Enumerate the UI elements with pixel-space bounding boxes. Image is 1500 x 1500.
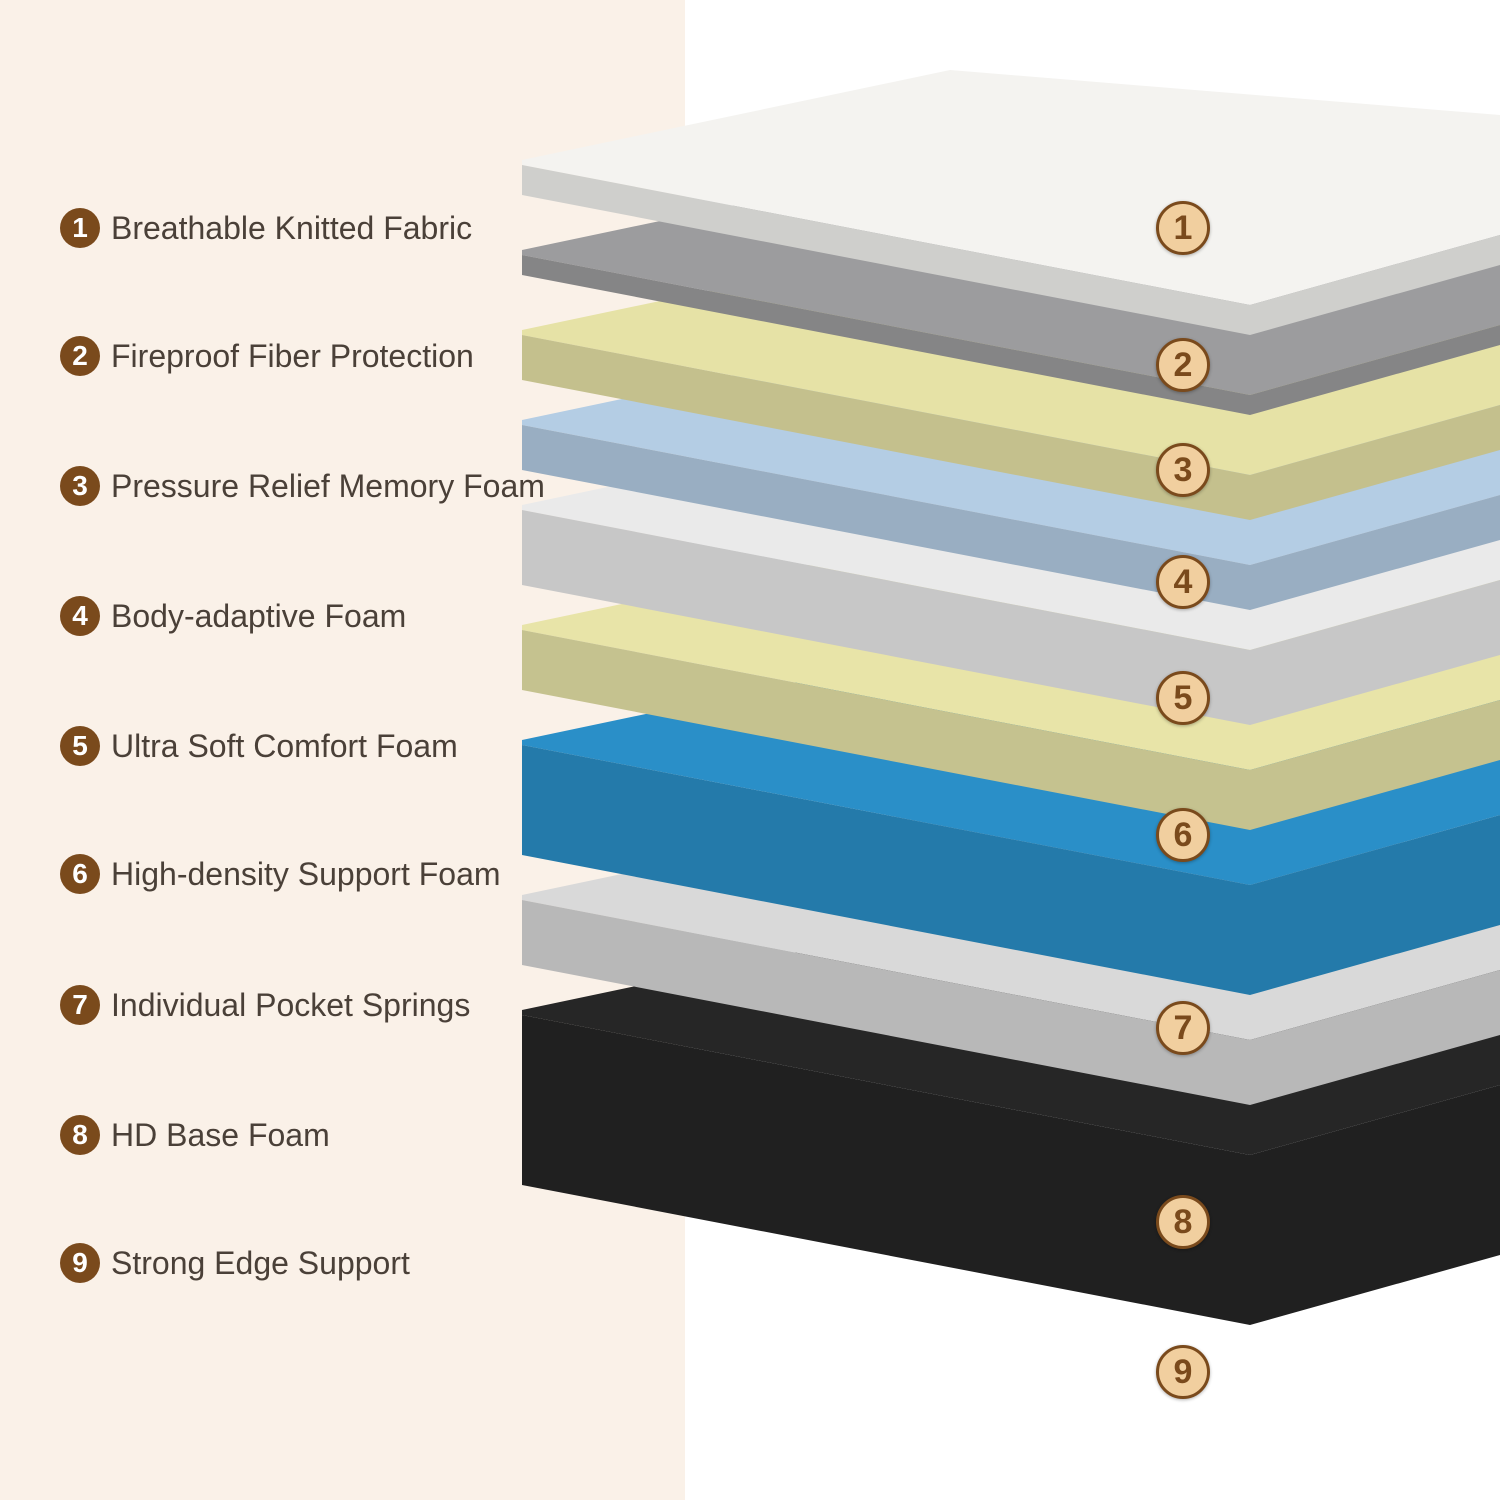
layer-label: 4 Body-adaptive Foam	[60, 596, 406, 636]
layer-label: 7 Individual Pocket Springs	[60, 985, 470, 1025]
layer-side-face	[522, 900, 1500, 1105]
layer-1	[522, 70, 1500, 335]
layer-label: 3 Pressure Relief Memory Foam	[60, 466, 545, 506]
number-badge-icon: 7	[60, 985, 100, 1025]
layer-label-text: Strong Edge Support	[111, 1244, 410, 1281]
number-badge-icon: 9	[60, 1243, 100, 1283]
layer-label-text: Pressure Relief Memory Foam	[111, 467, 545, 504]
layer-side-face	[522, 425, 1500, 610]
layer-label-text: Body-adaptive Foam	[111, 597, 407, 634]
layer-number-badge: 7	[1156, 1001, 1210, 1055]
number-badge-icon: 1	[60, 208, 100, 248]
layer-number-badge: 9	[1156, 1345, 1210, 1399]
layer-label-text: Breathable Knitted Fabric	[111, 209, 473, 246]
layer-side-face	[522, 335, 1500, 520]
layer-label: 5 Ultra Soft Comfort Foam	[60, 726, 458, 766]
layer-number-badge: 2	[1156, 338, 1210, 392]
layer-label: 1 Breathable Knitted Fabric	[60, 208, 472, 248]
number-badge-icon: 3	[60, 466, 100, 506]
layer-side-face	[522, 510, 1500, 725]
layer-number-badge: 4	[1156, 555, 1210, 609]
layer-label-text: HD Base Foam	[111, 1116, 330, 1153]
layer-label-text: Ultra Soft Comfort Foam	[111, 727, 458, 764]
number-badge-icon: 8	[60, 1115, 100, 1155]
layer-side-face	[522, 745, 1500, 995]
layer-label: 2 Fireproof Fiber Protection	[60, 336, 474, 376]
layer-label-text: High-density Support Foam	[111, 855, 501, 892]
layer-side-face	[522, 1015, 1500, 1325]
layer-label: 6 High-density Support Foam	[60, 854, 501, 894]
layer-label-text: Individual Pocket Springs	[111, 986, 471, 1023]
layer-label-text: Fireproof Fiber Protection	[111, 337, 474, 374]
number-badge-icon: 4	[60, 596, 100, 636]
layer-label: 9 Strong Edge Support	[60, 1243, 410, 1283]
layer-top-face	[522, 70, 1500, 305]
layer-number-badge: 5	[1156, 671, 1210, 725]
layer-label: 8 HD Base Foam	[60, 1115, 330, 1155]
number-badge-icon: 6	[60, 854, 100, 894]
number-badge-icon: 2	[60, 336, 100, 376]
layer-number-badge: 1	[1156, 201, 1210, 255]
layer-number-badge: 6	[1156, 808, 1210, 862]
layer-number-badge: 3	[1156, 443, 1210, 497]
layer-side-face	[522, 630, 1500, 830]
layer-number-badge: 8	[1156, 1195, 1210, 1249]
number-badge-icon: 5	[60, 726, 100, 766]
